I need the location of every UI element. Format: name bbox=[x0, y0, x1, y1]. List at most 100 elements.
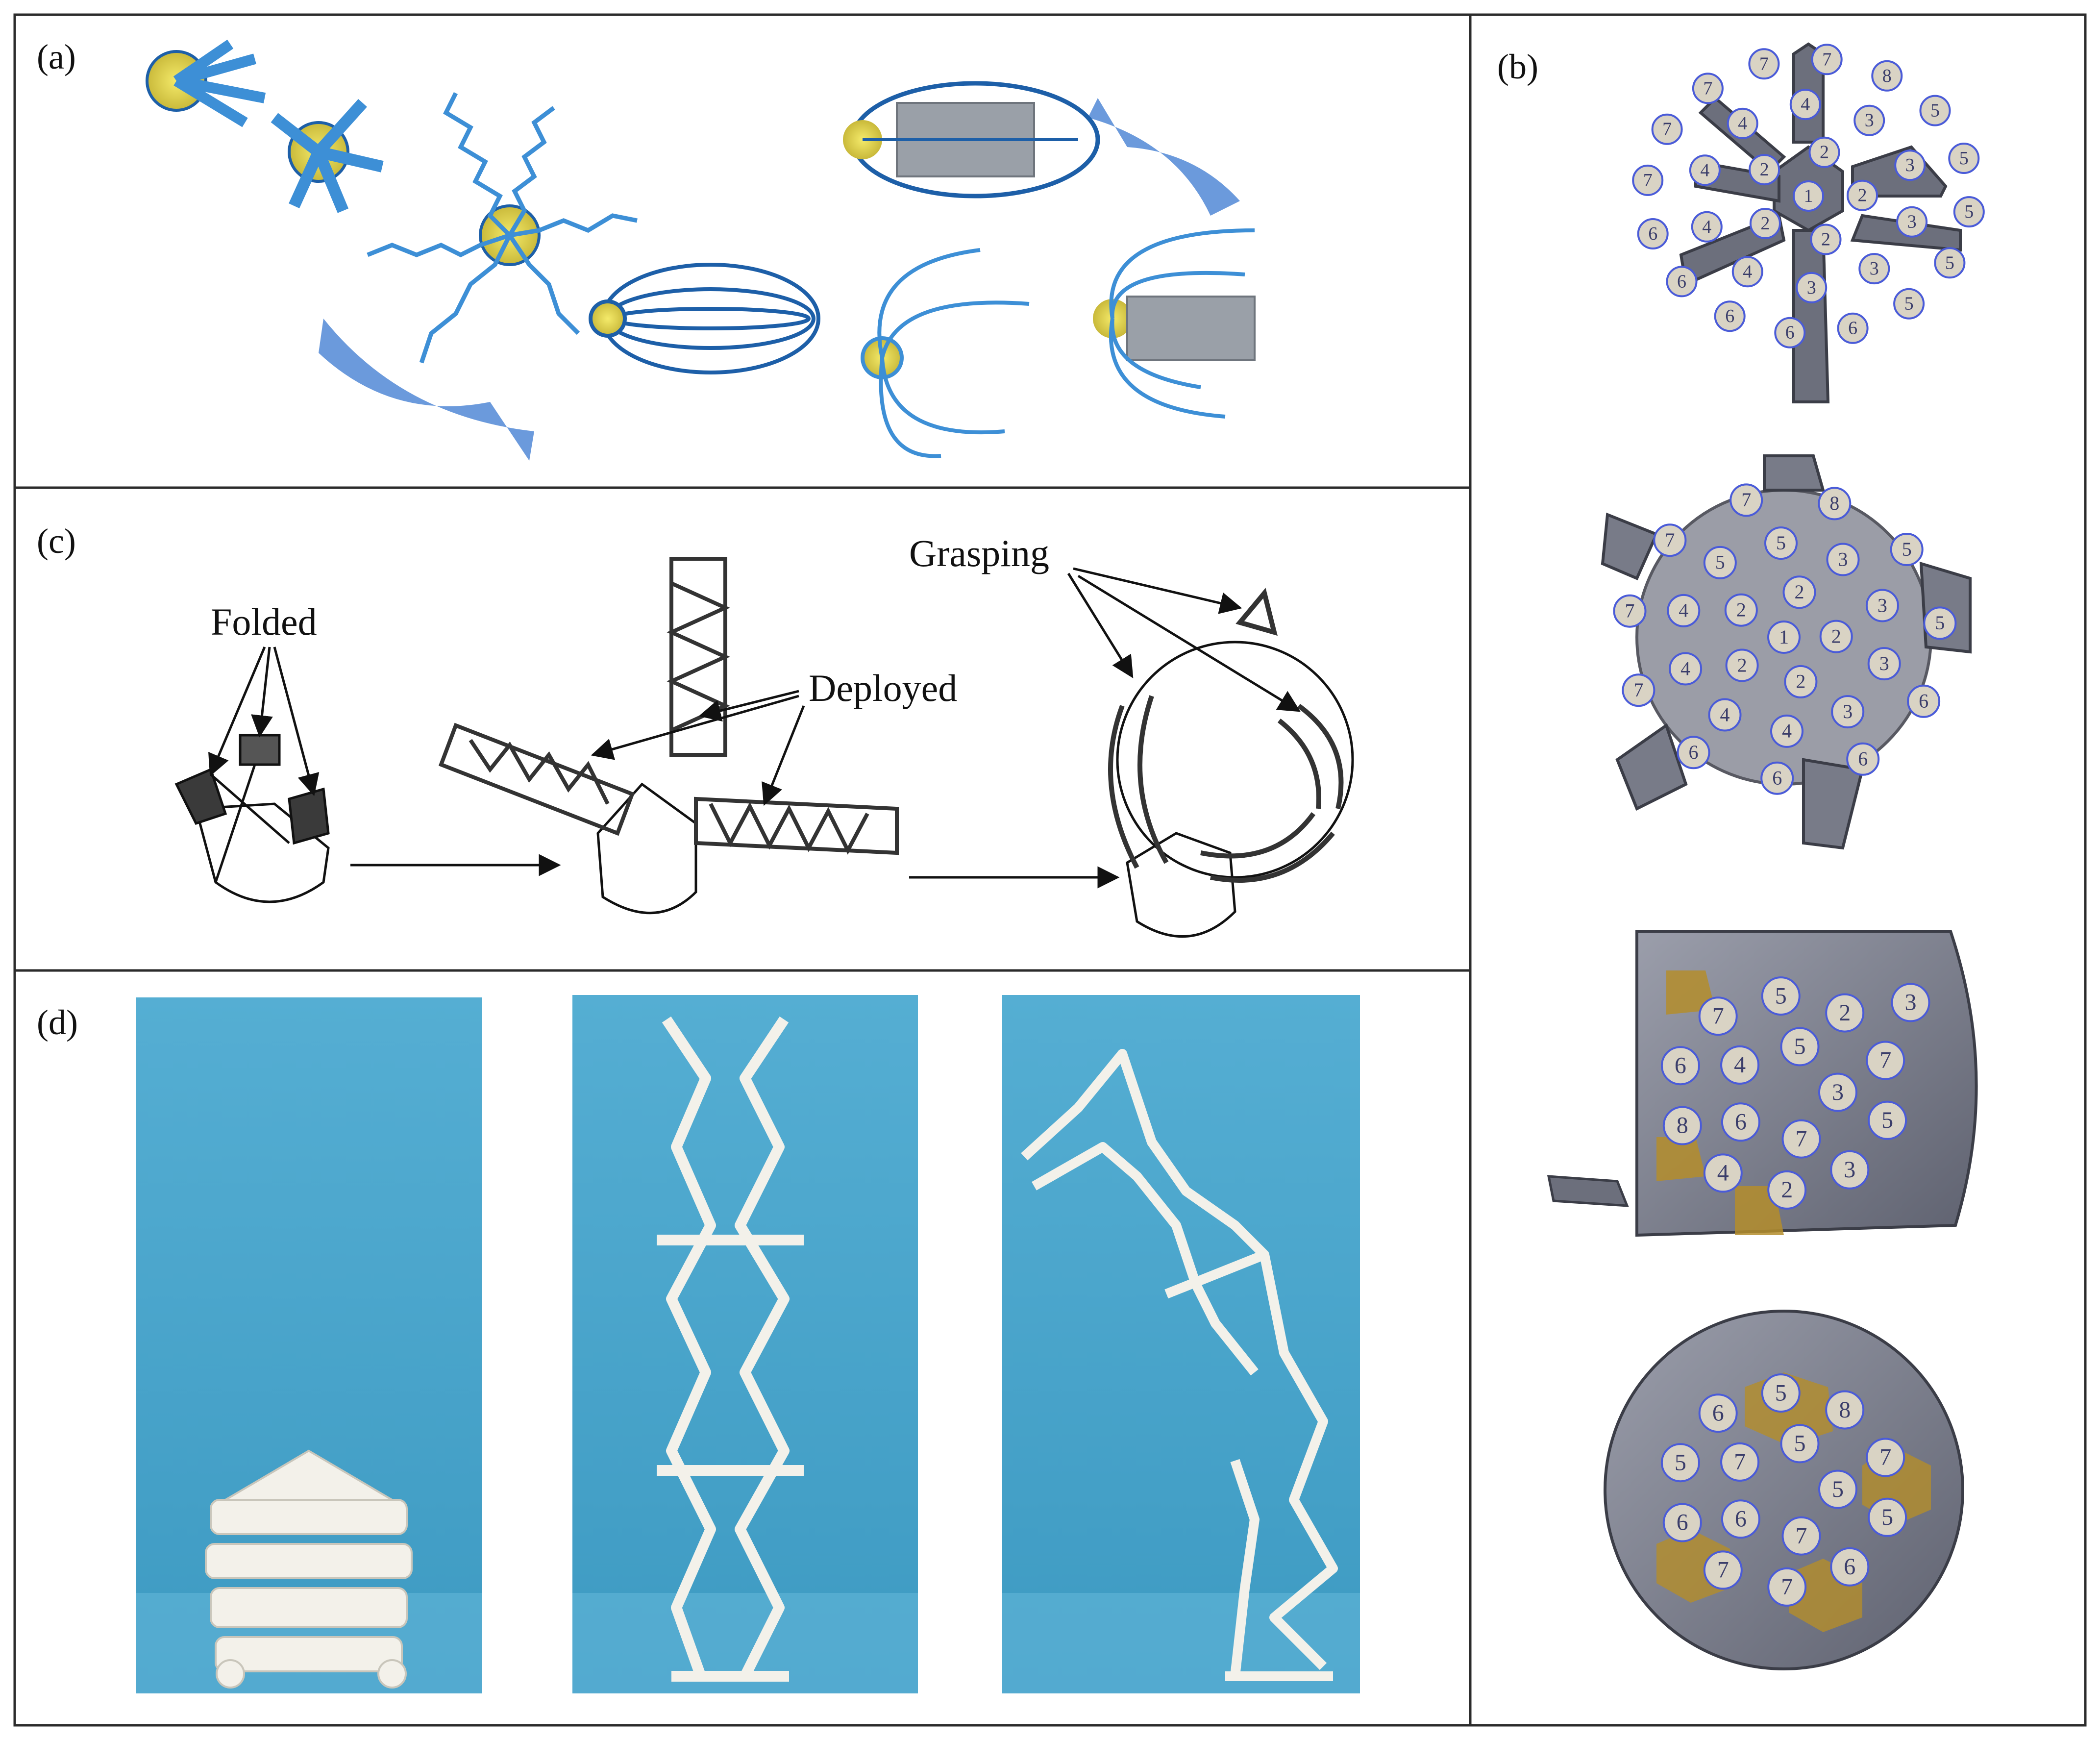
panel-number-label: 4 bbox=[1702, 217, 1711, 237]
panel-number-badge bbox=[1749, 208, 1781, 239]
panel-number-label: 2 bbox=[1831, 625, 1841, 647]
panel-number-label: 6 bbox=[1919, 690, 1928, 712]
deployed-unit bbox=[438, 557, 899, 915]
panel-d-photos bbox=[136, 995, 1360, 1693]
panel-number-badge bbox=[1923, 606, 1957, 640]
panel-number-badge bbox=[1871, 60, 1903, 92]
panel-number-badge bbox=[1934, 247, 1966, 279]
photo-bending bbox=[1002, 995, 1360, 1693]
panel-number-label: 6 bbox=[1848, 318, 1857, 339]
panel-number-label: 3 bbox=[1843, 700, 1853, 722]
panel-number-badge bbox=[1784, 665, 1818, 698]
panel-number-badge bbox=[1866, 1438, 1905, 1477]
panel-number-label: 4 bbox=[1743, 261, 1752, 282]
panel-number-label: 6 bbox=[1735, 1506, 1747, 1532]
panel-number-badge bbox=[1774, 317, 1806, 348]
net-flat-view bbox=[1679, 42, 1962, 403]
panel-number-label: 1 bbox=[1779, 626, 1789, 648]
panel-number-badge bbox=[1761, 976, 1801, 1016]
panel-number-badge bbox=[1893, 288, 1925, 320]
panel-number-badge bbox=[1677, 736, 1710, 770]
panel-number-label: 5 bbox=[1794, 1034, 1806, 1060]
deployed-annotation: Deployed bbox=[809, 667, 957, 709]
panel-number-label: 6 bbox=[1677, 271, 1686, 292]
panel-number-badge bbox=[1868, 1100, 1907, 1140]
panel-number-label: 2 bbox=[1858, 185, 1867, 206]
panel-number-badge bbox=[1760, 761, 1794, 795]
panel-number-badge bbox=[1721, 1499, 1760, 1539]
panel-c-label: (c) bbox=[37, 522, 76, 561]
panel-number-label: 6 bbox=[1648, 224, 1657, 244]
panel-number-label: 7 bbox=[1662, 119, 1672, 140]
panel-number-label: 1 bbox=[1804, 186, 1813, 206]
panel-number-label: 7 bbox=[1741, 489, 1751, 511]
panel-number-label: 3 bbox=[1907, 212, 1917, 232]
panel-number-badge bbox=[1721, 1102, 1760, 1142]
panel-number-label: 3 bbox=[1838, 548, 1848, 570]
stage-folded-hub bbox=[146, 39, 266, 127]
panel-number-label: 4 bbox=[1734, 1052, 1746, 1078]
panel-number-label: 7 bbox=[1796, 1126, 1807, 1152]
panel-number-badge bbox=[1830, 1150, 1870, 1190]
panel-number-badge bbox=[1660, 1046, 1700, 1086]
panel-number-badge bbox=[1720, 1442, 1760, 1482]
panel-number-badge bbox=[1761, 1373, 1801, 1413]
panel-number-badge bbox=[1808, 136, 1840, 168]
panel-number-label: 4 bbox=[1801, 94, 1810, 115]
panel-number-badge bbox=[1818, 487, 1852, 521]
panel-number-label: 5 bbox=[1881, 1107, 1893, 1133]
panel-number-label: 5 bbox=[1775, 1380, 1787, 1406]
panel-number-label: 4 bbox=[1717, 1160, 1729, 1186]
panel-number-label: 7 bbox=[1625, 600, 1635, 622]
panel-number-label: 8 bbox=[1882, 66, 1892, 86]
sphere-closing-view bbox=[1547, 930, 1978, 1237]
stage-arms-extended bbox=[367, 92, 638, 364]
panel-number-label: 7 bbox=[1796, 1523, 1807, 1549]
panel-number-badge bbox=[1767, 1170, 1807, 1210]
panel-number-label: 7 bbox=[1734, 1449, 1746, 1475]
panel-number-label: 5 bbox=[1715, 551, 1725, 573]
panel-b-label: (b) bbox=[1497, 47, 1538, 86]
panel-number-badge bbox=[1837, 312, 1869, 344]
panel-number-label: 5 bbox=[1945, 252, 1954, 273]
panel-number-badge bbox=[1891, 983, 1930, 1022]
panel-number-label: 2 bbox=[1839, 1000, 1851, 1026]
panel-number-label: 4 bbox=[1720, 703, 1730, 725]
panel-number-badge bbox=[1698, 1393, 1738, 1433]
stage-partial-unfold bbox=[271, 99, 384, 213]
panel-number-badge bbox=[1764, 526, 1798, 560]
panel-number-label: 6 bbox=[1675, 1052, 1686, 1078]
panel-number-badge bbox=[1622, 673, 1655, 707]
panel-number-label: 6 bbox=[1858, 748, 1868, 770]
panel-number-badge bbox=[1831, 695, 1865, 729]
panel-number-badge bbox=[1691, 211, 1723, 243]
panel-number-label: 5 bbox=[1959, 148, 1969, 169]
panel-number-badge bbox=[1724, 593, 1758, 627]
panel-number-label: 5 bbox=[1935, 612, 1945, 634]
panel-number-label: 4 bbox=[1782, 720, 1792, 742]
panel-number-label: 6 bbox=[1725, 306, 1734, 326]
panel-number-label: 3 bbox=[1844, 1157, 1855, 1183]
panel-number-badge bbox=[1637, 218, 1669, 249]
panel-number-badge bbox=[1748, 48, 1780, 80]
panel-number-badge bbox=[1818, 1072, 1857, 1112]
panel-number-badge bbox=[1830, 1547, 1870, 1587]
panel-number-badge bbox=[1781, 1516, 1821, 1556]
panel-number-label: 2 bbox=[1821, 229, 1830, 250]
panel-number-label: 2 bbox=[1737, 654, 1747, 676]
panel-number-badge bbox=[1698, 996, 1738, 1036]
panel-number-label: 7 bbox=[1712, 1003, 1724, 1029]
panel-number-badge bbox=[1651, 113, 1683, 145]
panel-number-badge bbox=[1666, 266, 1698, 298]
panel-number-label: 5 bbox=[1904, 294, 1914, 314]
stage-arms-opening bbox=[861, 248, 1030, 458]
panel-number-label: 2 bbox=[1820, 142, 1829, 163]
panel-number-label: 5 bbox=[1775, 983, 1787, 1009]
panel-number-label: 3 bbox=[1807, 277, 1816, 298]
panel-number-label: 4 bbox=[1700, 160, 1709, 180]
panel-number-badge bbox=[1781, 1119, 1821, 1159]
panel-number-label: 4 bbox=[1680, 657, 1690, 679]
sequence-arrow-lower bbox=[319, 319, 534, 461]
panel-number-label: 8 bbox=[1829, 492, 1839, 514]
